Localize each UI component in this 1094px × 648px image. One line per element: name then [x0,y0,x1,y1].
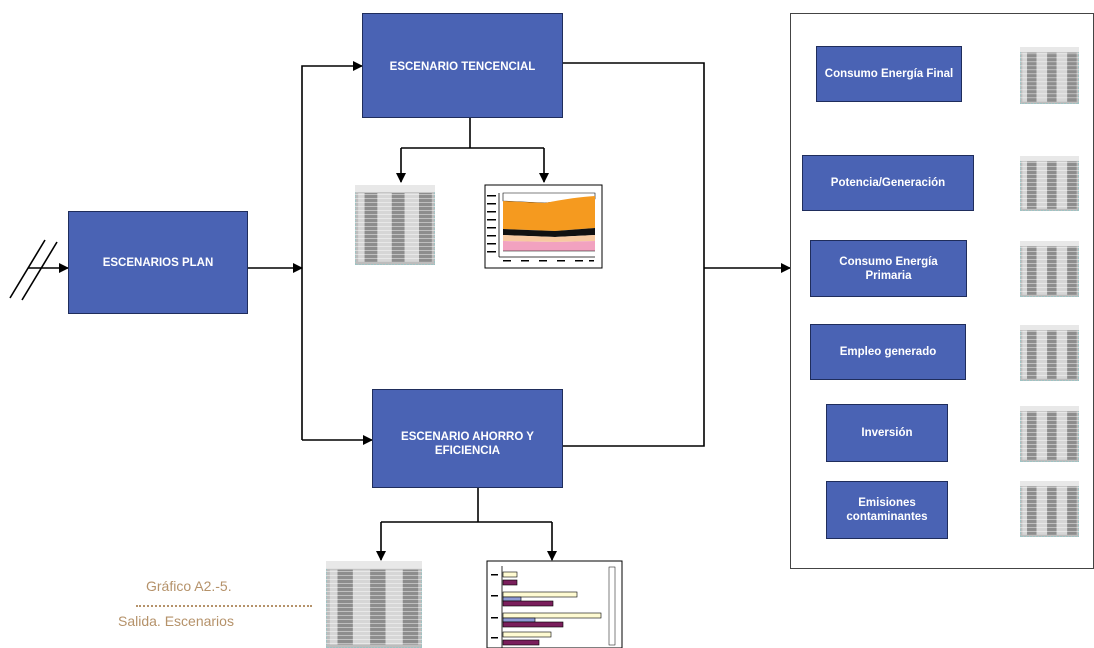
spreadsheet-thumbnail [1020,481,1079,537]
box-escenario-ahorro-label: ESCENARIO AHORRO Y EFICIENCIA [401,431,534,457]
box-empleo: Empleo generado [810,324,966,380]
spreadsheet-thumbnail [326,561,422,648]
box-consumo-primaria: Consumo Energía Primaria [810,240,967,297]
box-consumo-final: Consumo Energía Final [816,46,962,102]
spreadsheet-thumbnail [355,185,435,265]
spreadsheet-thumbnail [1020,156,1079,211]
box-escenario-tendencial: ESCENARIO TENCENCIAL [362,13,563,118]
box-consumo-final-label: Consumo Energía Final [824,68,954,80]
box-escenarios-plan-label: ESCENARIOS PLAN [102,256,214,269]
box-potencia: Potencia/Generación [802,155,974,211]
box-escenario-ahorro: ESCENARIO AHORRO Y EFICIENCIA [372,389,563,488]
caption-subtitle: Salida. Escenarios [118,613,234,629]
break-mark-1 [9,239,46,299]
spreadsheet-thumbnail [1020,325,1079,381]
to-tendencial-arrow [301,61,363,440]
scenario-merge-line [563,62,705,447]
box-emisiones-label: Emisiones contaminantes [846,497,928,523]
box-consumo-primaria-label: Consumo Energía Primaria [839,255,938,282]
caption-divider [136,605,312,607]
break-mark-2 [21,241,58,301]
box-potencia-label: Potencia/Generación [830,177,946,189]
box-escenarios-plan: ESCENARIOS PLAN [68,211,248,314]
caption-title: Gráfico A2.-5. [146,578,232,594]
box-inversion: Inversión [826,404,948,462]
box-emisiones: Emisiones contaminantes [826,481,948,539]
box-empleo-label: Empleo generado [839,346,937,358]
box-escenario-tendencial-label: ESCENARIO TENCENCIAL [389,61,536,73]
spreadsheet-thumbnail [1020,47,1079,104]
spreadsheet-thumbnail [1020,241,1079,297]
spreadsheet-thumbnail [1020,406,1079,462]
box-inversion-label: Inversión [861,427,913,439]
